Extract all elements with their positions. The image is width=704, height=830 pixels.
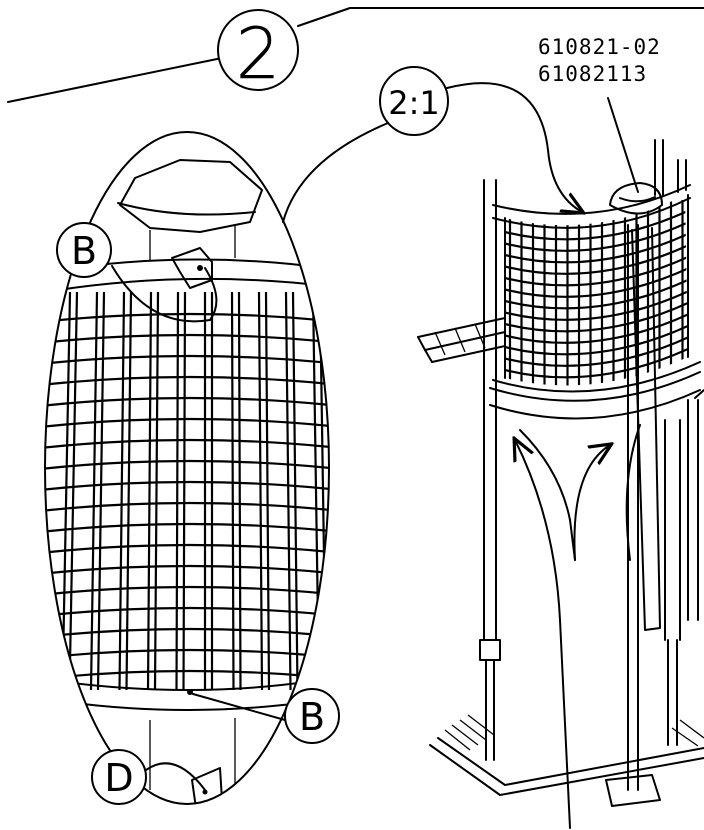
callout-b-bottom-label: B: [299, 695, 325, 739]
scale-label: 2:1: [388, 84, 440, 122]
assembly-view: [417, 139, 704, 829]
callout-b-top-label: B: [71, 229, 97, 273]
part-leader-line: [607, 97, 639, 193]
callout-d-label: D: [104, 756, 133, 800]
step-number: 2: [236, 13, 281, 95]
step-number-badge: 2: [217, 9, 299, 95]
detail-connector-line: [282, 122, 389, 223]
callout-d: D: [91, 749, 206, 805]
mesh-grid-assembly: [505, 200, 688, 386]
mesh-grid-detail: [45, 291, 329, 691]
step-header: [7, 7, 704, 103]
base-frame: [429, 714, 704, 807]
platform: [417, 317, 506, 363]
callout-b-top: B: [56, 222, 218, 323]
callout-b-bottom: B: [192, 688, 340, 744]
detail-pointer-arrow: [446, 82, 582, 212]
scale-badge: 2:1: [379, 66, 449, 136]
part-number-2: 61082113: [538, 62, 648, 86]
part-number-1: 610821-02: [538, 35, 661, 59]
